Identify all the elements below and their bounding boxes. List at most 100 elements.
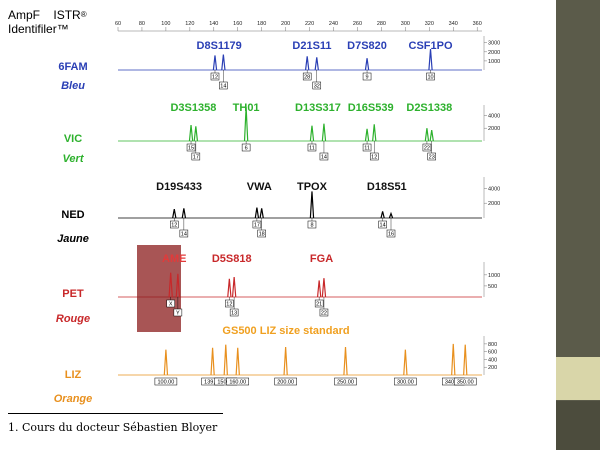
size-standard-peak xyxy=(343,346,348,376)
allele-peak xyxy=(254,207,260,219)
allele-peak xyxy=(243,107,249,142)
allele-call-label: 14 xyxy=(321,155,327,161)
x-tick-label: 80 xyxy=(139,21,145,27)
y-tick-label: 2000 xyxy=(488,201,500,207)
allele-peak xyxy=(212,55,218,71)
slide-rail-accent-dark xyxy=(556,401,600,450)
y-tick-label: 4000 xyxy=(488,113,500,119)
allele-peak xyxy=(188,124,194,142)
x-tick-label: 240 xyxy=(329,21,338,27)
x-tick-label: 100 xyxy=(161,21,170,27)
size-call-box xyxy=(226,377,249,386)
dye-label: LIZ xyxy=(65,369,82,381)
x-tick-label: 280 xyxy=(377,21,386,27)
size-call-label: 340.00 xyxy=(445,380,462,386)
y-tick-label: 3000 xyxy=(488,41,500,47)
locus-label: D2S1338 xyxy=(406,102,452,114)
size-call-label: 160.00 xyxy=(229,380,246,386)
x-tick-label: 360 xyxy=(473,21,482,27)
size-call-label: 200.00 xyxy=(277,380,294,386)
size-call-label: 250.00 xyxy=(337,380,354,386)
allele-call-label: 12 xyxy=(226,302,232,308)
size-call-label: 350.00 xyxy=(457,380,474,386)
size-call-label: 150.00 xyxy=(217,380,234,386)
locus-label: D3S1358 xyxy=(170,102,216,114)
allele-call-label: 32 xyxy=(314,84,320,90)
allele-call-label: 21 xyxy=(316,302,322,308)
size-call-label: 139.00 xyxy=(204,380,221,386)
allele-peak xyxy=(424,128,430,142)
size-standard-peak xyxy=(163,349,169,376)
allele-peak xyxy=(364,128,370,142)
footnote-rule xyxy=(8,413,223,414)
size-standard-peak xyxy=(463,344,468,376)
allele-call-label: 10 xyxy=(427,75,433,81)
locus-label: D7S820 xyxy=(347,40,387,52)
allele-peak xyxy=(314,57,319,71)
locus-label: D16S539 xyxy=(348,102,394,114)
x-tick-label: 300 xyxy=(401,21,410,27)
allele-peak xyxy=(388,211,394,219)
allele-peak xyxy=(321,123,327,142)
x-tick-label: 160 xyxy=(233,21,242,27)
allele-call-label: 18 xyxy=(259,232,265,238)
allele-call-label: 22 xyxy=(424,146,430,152)
allele-peak xyxy=(321,278,327,298)
size-standard-peak xyxy=(210,347,215,376)
dye-color-word: Vert xyxy=(63,153,85,165)
allele-peak xyxy=(168,272,173,298)
locus-label: D8S1179 xyxy=(197,40,242,52)
locus-label: D13S317 xyxy=(295,102,341,114)
allele-call-label: 9 xyxy=(366,75,369,81)
allele-call-label: 6 xyxy=(245,146,248,152)
dye-color-word: Rouge xyxy=(56,313,90,325)
allele-peak xyxy=(172,209,177,219)
allele-call-label: 12 xyxy=(212,75,218,81)
allele-peak xyxy=(175,273,181,298)
allele-peak xyxy=(231,277,237,298)
allele-call-label: 16 xyxy=(388,232,394,238)
allele-call-label: 14 xyxy=(380,223,386,229)
y-tick-label: 400 xyxy=(488,357,497,363)
allele-call-label: 13 xyxy=(231,311,237,317)
dye-label: VIC xyxy=(64,133,82,145)
size-call-box xyxy=(394,377,417,386)
y-tick-label: 1000 xyxy=(488,59,500,65)
allele-call-label: 28 xyxy=(304,75,310,81)
x-tick-label: 220 xyxy=(305,21,314,27)
allele-peak xyxy=(380,211,385,219)
dye-color-word: Bleu xyxy=(61,80,85,92)
slide-rail-accent xyxy=(556,357,600,400)
allele-call-label: 15 xyxy=(188,146,194,152)
y-tick-label: 1000 xyxy=(488,273,500,279)
allele-call-label: 11 xyxy=(364,146,370,152)
dye-label: PET xyxy=(62,288,84,300)
size-standard-label: GS500 LIZ size standard xyxy=(222,325,349,337)
locus-label: D18S51 xyxy=(367,181,407,193)
locus-label: AME xyxy=(162,253,186,265)
allele-peak xyxy=(429,130,434,142)
dye-label: NED xyxy=(61,209,84,221)
kit-title-line2: Identifiler™ xyxy=(8,22,69,36)
allele-call-label: 22 xyxy=(321,311,327,317)
allele-call-label: 8 xyxy=(310,223,313,229)
allele-peak xyxy=(193,126,199,142)
locus-label: FGA xyxy=(310,253,333,265)
y-tick-label: 600 xyxy=(488,350,497,356)
locus-label: D19S433 xyxy=(156,181,202,193)
allele-call-label: 17 xyxy=(254,223,260,229)
allele-call-label: 14 xyxy=(181,232,187,238)
dye-label: 6FAM xyxy=(58,61,87,73)
kit-title-line1: AmpF xyxy=(8,8,41,22)
size-call-label: 100.00 xyxy=(157,380,174,386)
x-tick-label: 180 xyxy=(257,21,266,27)
size-call-box xyxy=(274,377,297,386)
size-standard-peak xyxy=(451,343,456,376)
allele-peak xyxy=(428,49,433,71)
allele-call-label: 17 xyxy=(193,155,199,161)
allele-peak xyxy=(372,124,377,142)
size-standard-peak xyxy=(403,349,408,376)
locus-label: VWA xyxy=(247,181,272,193)
size-call-box xyxy=(334,377,357,386)
